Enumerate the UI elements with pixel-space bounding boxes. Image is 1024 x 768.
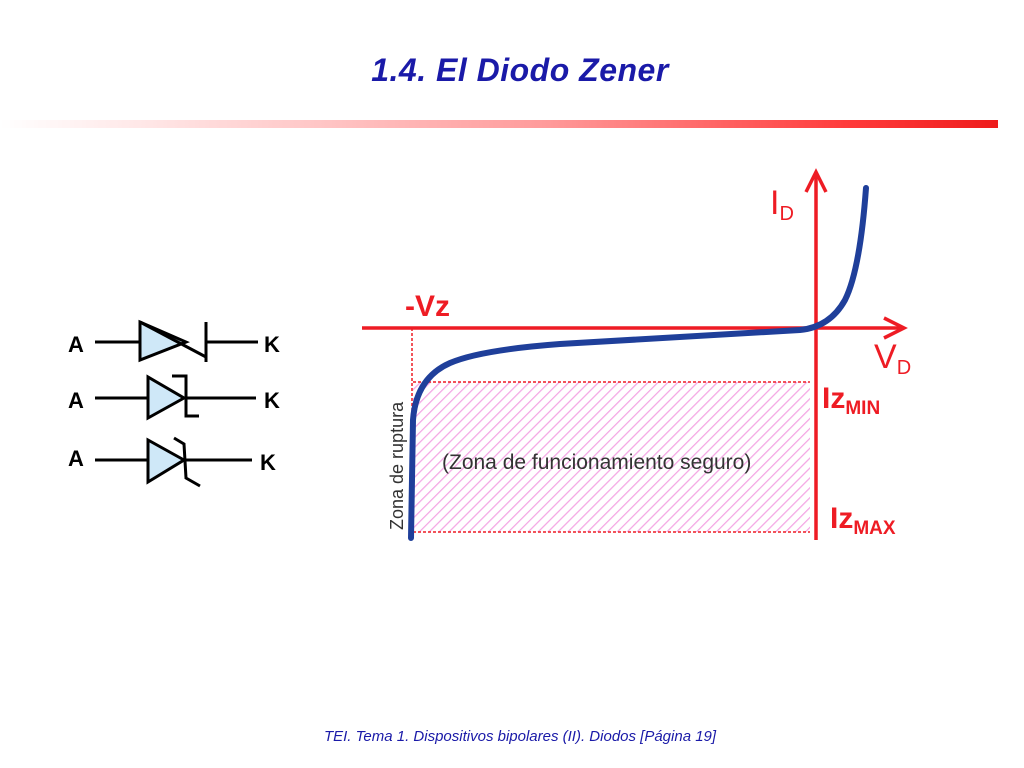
page-title: 1.4. El Diodo Zener (371, 52, 669, 88)
x-axis-arrow (883, 316, 908, 340)
cathode-label-3: K (260, 450, 276, 475)
izmin-label: IzMIN (822, 382, 880, 419)
zener-symbol-2 (95, 436, 252, 488)
diode-symbol-standard (95, 319, 258, 363)
y-axis-arrow (804, 168, 828, 193)
anode-label-2: A (68, 388, 84, 413)
zener-curve (408, 185, 869, 541)
id-label: ID (770, 184, 794, 225)
izmax-label: IzMAX (830, 502, 896, 539)
vd-label: VD (874, 338, 911, 379)
anode-label-1: A (68, 332, 84, 357)
breakdown-zone-label: Zona de ruptura (387, 401, 407, 530)
vz-label: -Vz (405, 290, 450, 323)
title-divider (0, 120, 998, 128)
anode-label-3: A (68, 446, 84, 471)
cathode-label-1: K (264, 332, 280, 357)
safe-operating-zone (413, 382, 810, 532)
zener-symbol-1 (95, 374, 256, 421)
cathode-label-2: K (264, 388, 280, 413)
safe-zone-label: (Zona de funcionamiento seguro) (442, 451, 751, 474)
page-footer: TEI. Tema 1. Dispositivos bipolares (II)… (323, 728, 717, 745)
